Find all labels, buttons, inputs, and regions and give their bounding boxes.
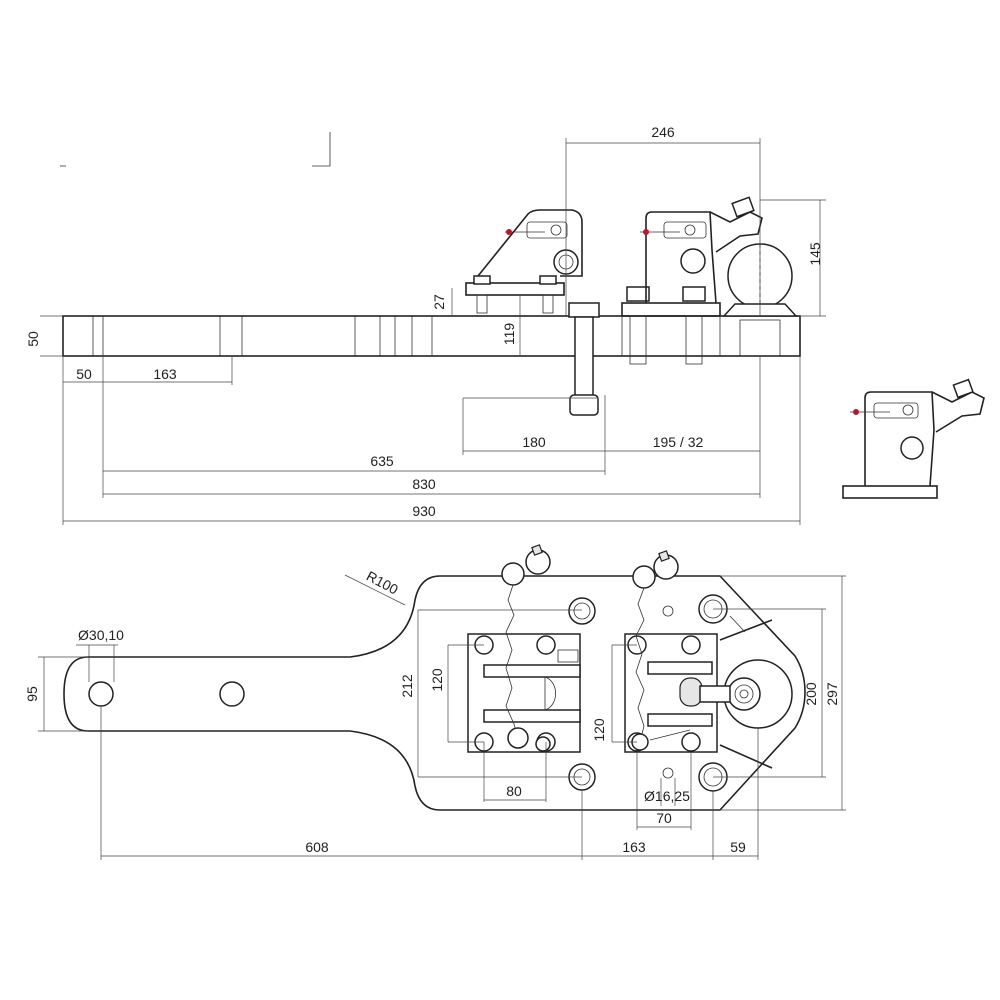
dim-200: 200 <box>803 682 819 706</box>
dim-dia-3010: Ø30,10 <box>78 627 124 643</box>
plan-tow-ball <box>699 615 793 769</box>
corner-mark <box>60 132 331 167</box>
plan-outline <box>63 575 806 811</box>
dim-dia-1625: Ø16,25 <box>644 788 690 804</box>
dim-145: 145 <box>807 242 823 266</box>
plan-view <box>38 544 846 860</box>
dim-163-plan: 163 <box>622 839 646 855</box>
safety-pin-icon <box>643 229 649 235</box>
plan-right-plate <box>624 633 718 753</box>
dim-180: 180 <box>522 434 546 450</box>
side-dimensions <box>40 138 826 525</box>
dim-297: 297 <box>824 682 840 706</box>
dim-59: 59 <box>730 839 746 855</box>
dim-195-32: 195 / 32 <box>653 434 704 450</box>
dim-80: 80 <box>506 783 522 799</box>
dim-50-height: 50 <box>25 331 41 347</box>
dim-95: 95 <box>24 686 40 702</box>
dim-608: 608 <box>305 839 329 855</box>
plan-eye-hole <box>88 681 114 707</box>
plan-pins-chains <box>501 544 679 752</box>
side-left-bracket <box>465 209 583 314</box>
side-right-block <box>621 196 763 365</box>
dim-27: 27 <box>431 294 447 310</box>
dim-212: 212 <box>399 674 415 698</box>
dim-246: 246 <box>651 124 675 140</box>
dim-830: 830 <box>412 476 436 492</box>
plan-eye-hole <box>219 681 245 707</box>
dim-119: 119 <box>501 323 517 346</box>
dim-120-right: 120 <box>591 718 607 742</box>
dimension-labels: 246 145 27 119 50 50 163 180 195 / 32 63… <box>24 124 840 855</box>
dim-50: 50 <box>76 366 92 382</box>
dim-635: 635 <box>370 453 394 469</box>
dim-70: 70 <box>656 810 672 826</box>
dim-163: 163 <box>153 366 177 382</box>
safety-pin-icon <box>853 409 859 415</box>
safety-pin-icon <box>506 229 512 235</box>
dim-930: 930 <box>412 503 436 519</box>
side-coupling-pin <box>568 302 600 416</box>
detail-view <box>842 378 985 499</box>
plan-dimensions <box>38 574 846 860</box>
side-view <box>40 138 826 525</box>
dim-120-left: 120 <box>429 668 445 692</box>
dim-r100: R100 <box>364 568 401 598</box>
plan-left-plate <box>467 633 581 753</box>
side-beam <box>62 315 801 357</box>
